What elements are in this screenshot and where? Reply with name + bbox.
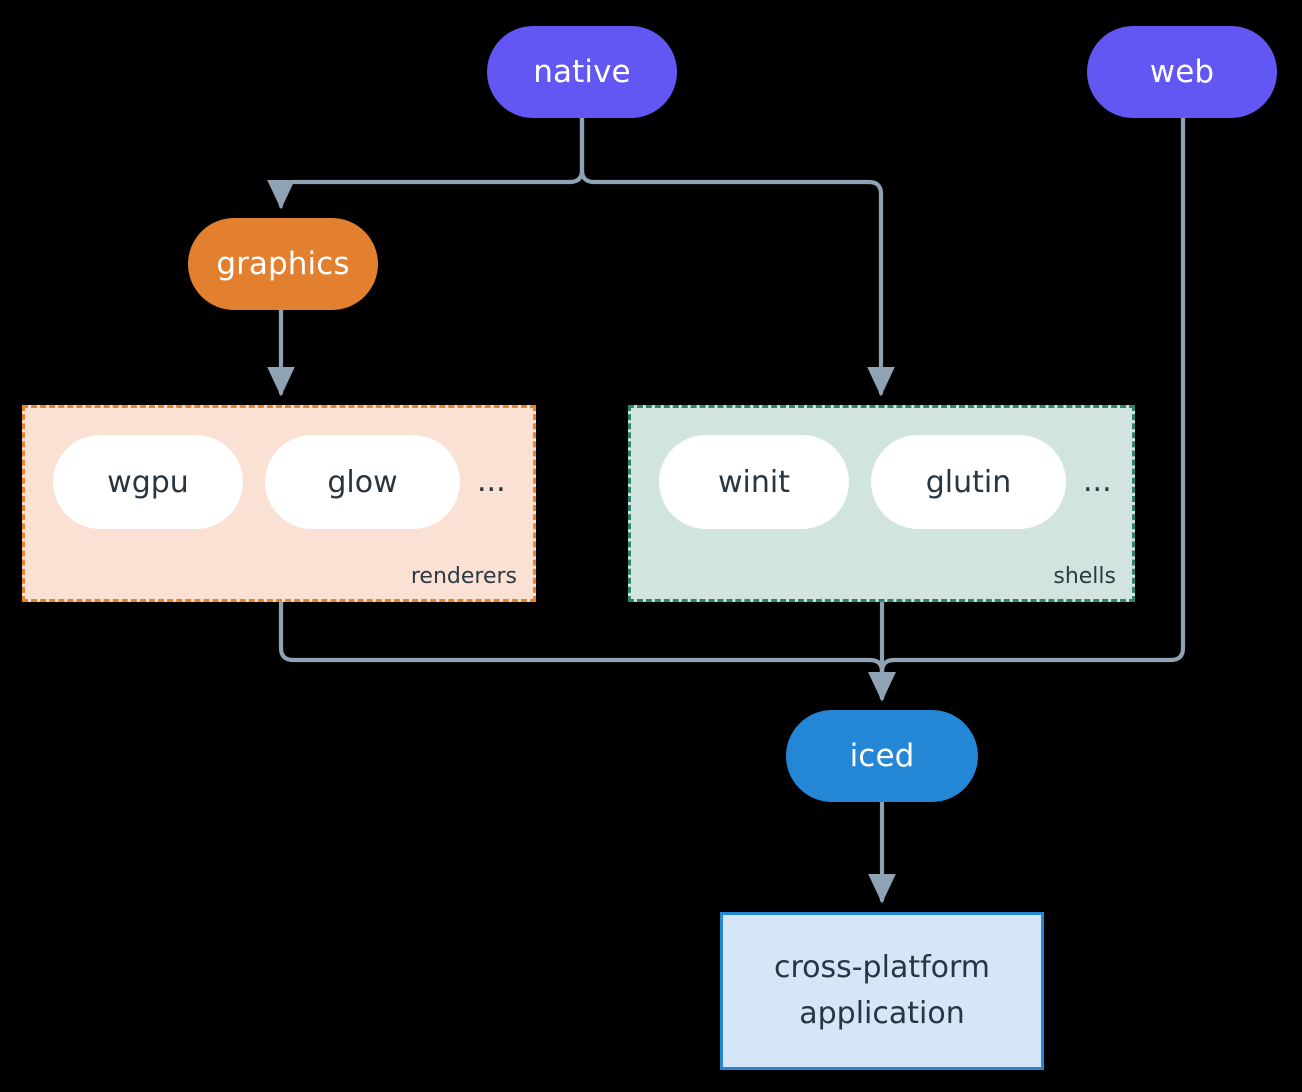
chip-wgpu-label: wgpu bbox=[107, 464, 189, 500]
application-label-line1: cross-platform bbox=[773, 949, 991, 985]
chip-glutin[interactable]: glutin bbox=[871, 435, 1066, 529]
node-web-label: web bbox=[1149, 53, 1215, 90]
cluster-shells-label: shells bbox=[1053, 564, 1116, 589]
cluster-renderers: wgpu glow ... renderers bbox=[22, 405, 536, 602]
shells-overflow-ellipsis: ... bbox=[1083, 464, 1112, 499]
cluster-renderers-label: renderers bbox=[410, 564, 517, 589]
node-cross-platform-application[interactable]: cross-platform application bbox=[720, 912, 1044, 1070]
node-iced-label: iced bbox=[849, 737, 915, 774]
cluster-shells: winit glutin ... shells bbox=[628, 405, 1135, 602]
edge-native-to-shells bbox=[579, 115, 895, 397]
chip-winit-label: winit bbox=[718, 464, 790, 500]
node-web[interactable]: web bbox=[1087, 26, 1277, 118]
node-iced[interactable]: iced bbox=[786, 710, 978, 802]
chip-glow[interactable]: glow bbox=[265, 435, 460, 529]
chip-glutin-label: glutin bbox=[925, 464, 1012, 500]
edge-renderers-to-iced bbox=[278, 599, 896, 702]
node-graphics[interactable]: graphics bbox=[188, 218, 378, 310]
chip-glow-label: glow bbox=[327, 464, 398, 500]
application-label-line2: application bbox=[799, 996, 965, 1031]
node-graphics-label: graphics bbox=[216, 245, 350, 282]
edge-native-to-graphics bbox=[267, 115, 585, 210]
chip-wgpu[interactable]: wgpu bbox=[53, 435, 243, 529]
renderers-overflow-ellipsis: ... bbox=[477, 464, 506, 499]
node-native-label: native bbox=[533, 53, 631, 90]
chip-winit[interactable]: winit bbox=[659, 435, 849, 529]
node-native[interactable]: native bbox=[487, 26, 677, 118]
